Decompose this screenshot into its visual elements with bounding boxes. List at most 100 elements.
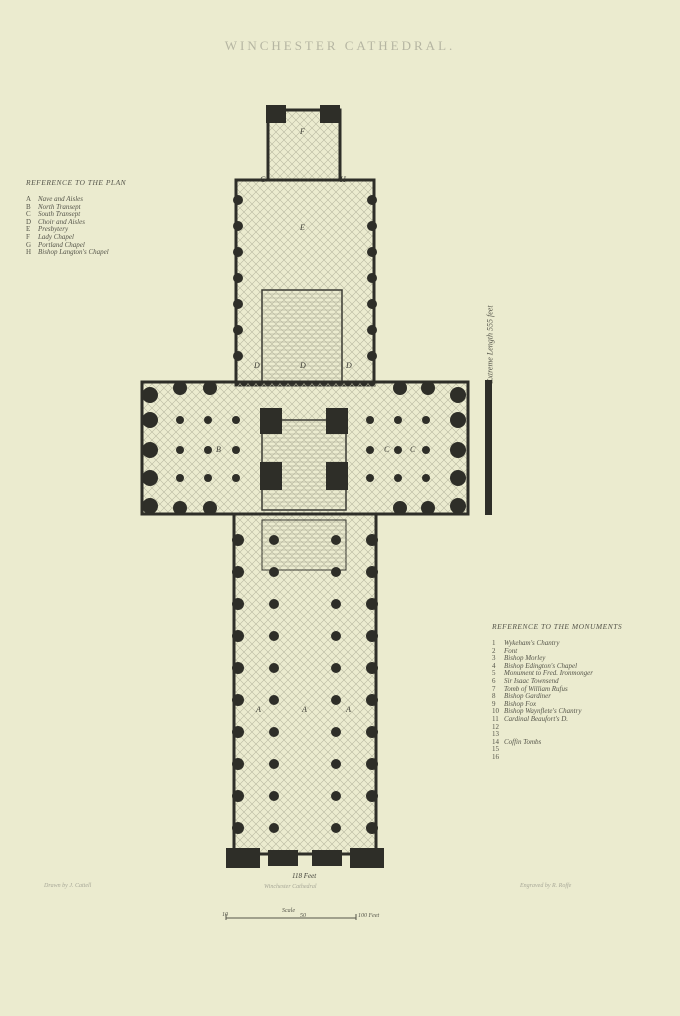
monument-reference-key: 8 — [492, 692, 496, 701]
pier — [232, 694, 244, 706]
monument-reference-label: Bishop Edington's Chapel — [504, 661, 578, 670]
piers — [142, 195, 466, 834]
monument-reference-key: 14 — [492, 737, 499, 746]
pier — [393, 501, 407, 515]
pier — [269, 663, 279, 673]
plan-letter-a3: A — [345, 705, 351, 714]
pier — [232, 446, 240, 454]
plan-letter-e: E — [299, 223, 305, 232]
pier — [269, 535, 279, 545]
pier — [204, 474, 212, 482]
monument-reference-key: 7 — [492, 684, 496, 693]
monument-reference-item: 8 Bishop Gardiner — [492, 692, 622, 701]
monument-reference-item: 5 Monument to Fred. Ironmonger — [492, 670, 622, 678]
monument-reference-key: 5 — [492, 669, 496, 678]
monument-reference-item: 15 — [492, 746, 622, 754]
credit-centre: Winchester Cathedral — [264, 884, 317, 890]
plan-reference-key: D — [26, 217, 32, 226]
pier — [233, 351, 243, 361]
pier — [331, 631, 341, 641]
plan-letter-d: D — [253, 361, 260, 370]
pier — [331, 695, 341, 705]
plan-reference-label: Nave and Aisles — [38, 195, 83, 203]
pier — [233, 195, 243, 205]
pier — [367, 221, 377, 231]
monument-reference-item: 13 — [492, 731, 622, 739]
monument-reference: REFERENCE TO THE MONUMENTS 1 Wykeham's Ch… — [492, 622, 622, 762]
monument-reference-key: 12 — [492, 722, 499, 731]
pier — [176, 416, 184, 424]
pier — [450, 387, 466, 403]
monument-reference-label: Wykeham's Chantry — [504, 639, 560, 647]
pier — [204, 416, 212, 424]
pier — [142, 498, 158, 514]
monument-reference-key: 2 — [492, 646, 496, 655]
monument-reference-item: 10 Bishop Waynflete's Chantry — [492, 708, 622, 716]
plan-letter-c2: C — [410, 445, 416, 454]
plan-letter-c: C — [384, 445, 390, 454]
pier — [232, 790, 244, 802]
pier — [422, 416, 430, 424]
plan-reference-item: G Portland Chapel — [26, 240, 126, 250]
pier — [232, 598, 244, 610]
monument-reference-key: 10 — [492, 707, 499, 716]
plan-letter-g: G — [260, 175, 266, 184]
pier — [269, 823, 279, 833]
pier — [232, 474, 240, 482]
plan-reference-label: Portland Chapel — [38, 240, 85, 249]
pier — [203, 501, 217, 515]
pier — [176, 474, 184, 482]
pier — [450, 412, 466, 428]
pier — [366, 534, 378, 546]
plan-reference-label: South Transept — [38, 210, 81, 219]
pier — [422, 474, 430, 482]
pier — [203, 381, 217, 395]
monument-reference-label: Bishop Waynflete's Chantry — [504, 707, 582, 716]
monument-reference-key: 16 — [492, 752, 499, 761]
pier — [176, 446, 184, 454]
monument-reference-key: 3 — [492, 654, 496, 663]
pier — [366, 474, 374, 482]
monument-reference-label: Bishop Gardiner — [504, 692, 551, 701]
pier — [142, 442, 158, 458]
pier — [366, 726, 378, 738]
pier — [366, 630, 378, 642]
pier — [450, 442, 466, 458]
pier — [269, 599, 279, 609]
monument-reference-label: Monument to Fred. Ironmonger — [504, 669, 593, 678]
pier — [331, 823, 341, 833]
monument-reference-heading: REFERENCE TO THE MONUMENTS — [492, 622, 623, 631]
pier — [367, 325, 377, 335]
pier — [366, 758, 378, 770]
page-title: WINCHESTER CATHEDRAL. — [224, 38, 456, 53]
pier — [331, 663, 341, 673]
plan-reference-key: C — [26, 210, 31, 219]
plan-reference-key: B — [26, 202, 31, 211]
plan-outline — [140, 105, 470, 868]
pier — [173, 501, 187, 515]
plan-reference-heading: REFERENCE TO THE PLAN — [26, 178, 127, 187]
pier — [232, 758, 244, 770]
pier — [367, 351, 377, 361]
pier — [366, 446, 374, 454]
pier — [173, 381, 187, 395]
plan-reference-item: C South Transept — [26, 210, 126, 219]
plan-letter-d3: D — [345, 361, 352, 370]
pier — [142, 470, 158, 486]
monument-reference-key: 1 — [492, 639, 496, 647]
pier — [232, 822, 244, 834]
monument-reference-label: Sir Isaac Townsend — [504, 676, 559, 685]
pier — [367, 195, 377, 205]
pier — [232, 630, 244, 642]
pier — [331, 727, 341, 737]
monument-reference-label: Bishop Fox — [504, 699, 537, 708]
pier — [367, 273, 377, 283]
monument-reference-label: Cardinal Beaufort's D. — [504, 714, 569, 723]
plan-reference-key: G — [26, 240, 32, 249]
